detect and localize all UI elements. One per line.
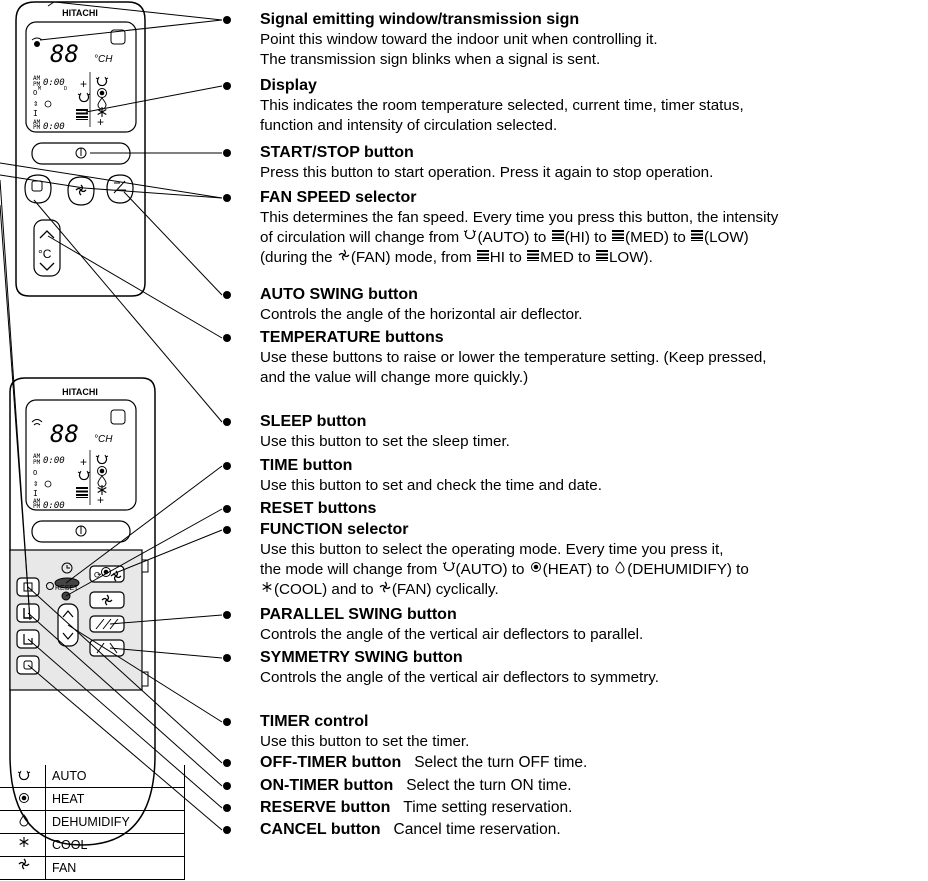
svg-text:0:00: 0:00: [43, 501, 65, 511]
dehumidify-icon: [615, 561, 625, 574]
mode-row: DEHUMIDIFY: [0, 810, 185, 834]
svg-text:I: I: [33, 489, 38, 498]
remote-1-power-icon: [75, 147, 87, 159]
item-off-timer: OFF-TIMER button Select the turn OFF tim…: [260, 754, 588, 771]
med-fan-icon: [527, 250, 540, 261]
svg-text:M: M: [38, 86, 41, 92]
item-symmetry-swing: SYMMETRY SWING button Controls the angle…: [260, 649, 659, 686]
item-cancel: CANCEL button Cancel time reservation.: [260, 821, 561, 838]
remote-1-temp-unit: °CH: [94, 54, 113, 65]
svg-text:O: O: [33, 469, 37, 477]
mode-table: AUTO HEAT DEHUMIDIFY COOL FAN: [0, 765, 185, 880]
svg-text:AM: AM: [33, 498, 41, 505]
mode-row: FAN: [0, 856, 185, 880]
svg-text:0:00: 0:00: [43, 78, 65, 88]
svg-text:O: O: [33, 89, 37, 97]
heat-icon: [530, 562, 541, 572]
remote-1-temp-digits: 88: [50, 40, 79, 68]
remote-2-temp-unit: °CH: [94, 434, 113, 445]
svg-text:PM: PM: [33, 81, 41, 88]
remote-2-reset-label: RESET: [55, 585, 79, 592]
med-fan-icon: [612, 230, 625, 241]
hi-fan-icon: [551, 230, 564, 241]
cool-icon: [262, 581, 272, 593]
svg-text:PM: PM: [33, 503, 41, 510]
remote-1-temperature-buttons[interactable]: [33, 219, 61, 277]
item-reset: RESET buttons: [260, 500, 377, 517]
svg-text:PM: PM: [33, 459, 41, 466]
item-signal-window: Signal emitting window/transmission sign…: [260, 10, 920, 70]
svg-text:+: +: [80, 77, 87, 91]
svg-text:⟳: ⟳: [94, 570, 102, 580]
remote-2-temp-digits: 88: [50, 420, 79, 448]
svg-text:0:00: 0:00: [43, 122, 65, 132]
time-button[interactable]: [54, 577, 80, 589]
remote-1-display-window: [25, 21, 137, 133]
svg-text:⇕: ⇕: [33, 99, 38, 109]
svg-text:+: +: [80, 455, 87, 469]
remote-2-display-window: [25, 399, 137, 511]
remote-1-sleep-indicator: [110, 29, 126, 45]
item-temperature: TEMPERATURE buttons Use these buttons to…: [260, 329, 767, 386]
svg-text:AM: AM: [33, 75, 41, 82]
remote-1-brand: HITACHI: [62, 8, 98, 18]
item-parallel-swing: PARALLEL SWING button Controls the angle…: [260, 606, 644, 643]
item-timer-control: TIMER control Use this button to set the…: [260, 713, 470, 750]
low-fan-icon: [691, 230, 704, 241]
item-fan-speed: FAN SPEED selector This determines the f…: [260, 189, 779, 266]
svg-text:0:00: 0:00: [43, 456, 65, 466]
mode-row: AUTO: [0, 765, 185, 788]
svg-text:⇕: ⇕: [33, 479, 38, 489]
low-fan-icon: [595, 250, 608, 261]
svg-text:+: +: [97, 493, 104, 507]
callout-bullets: [223, 16, 231, 834]
item-auto-swing: AUTO SWING button Controls the angle of …: [260, 286, 583, 323]
svg-text:I: I: [33, 109, 38, 118]
item-display: Display This indicates the room temperat…: [260, 77, 744, 134]
item-sleep: SLEEP button Use this button to set the …: [260, 413, 510, 450]
leader-lines: [0, 1, 223, 831]
item-start-stop: START/STOP button Press this button to s…: [260, 144, 714, 181]
remote-1-auto-swing-button[interactable]: [106, 174, 134, 204]
svg-text:+: +: [97, 115, 104, 129]
remote-2-brand: HITACHI: [62, 387, 98, 397]
time-button-icon: [61, 562, 73, 574]
svg-text:D: D: [64, 86, 67, 92]
mode-row: COOL: [0, 833, 185, 857]
svg-text:AM: AM: [33, 453, 41, 460]
item-time: TIME button Use this button to set and c…: [260, 457, 602, 494]
remote-1-mode-symbols: + +: [76, 76, 109, 129]
svg-text:AM: AM: [33, 119, 41, 126]
mode-row: HEAT: [0, 787, 185, 811]
auto-icon: [441, 561, 456, 572]
item-on-timer: ON-TIMER button Select the turn ON time.: [260, 777, 572, 794]
fan-mode-icon: [338, 249, 350, 261]
item-title: Signal emitting window/transmission sign: [260, 11, 580, 28]
remote-1-temp-unit-label: °C: [38, 247, 52, 261]
auto-icon: [463, 229, 478, 240]
hi-fan-icon: [476, 250, 489, 261]
fan-mode-icon: [379, 581, 391, 593]
item-function: FUNCTION selector Use this button to sel…: [260, 521, 749, 598]
svg-text:PM: PM: [33, 124, 41, 131]
item-reserve: RESERVE button Time setting reservation.: [260, 799, 573, 816]
